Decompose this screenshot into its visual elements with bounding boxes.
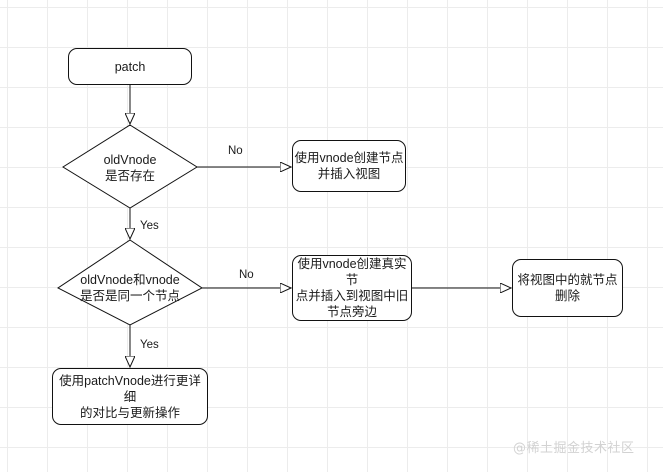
node-remove-old-node[interactable]: 将视图中的就节点 删除 — [512, 259, 623, 317]
edge-label-decision2-yes: Yes — [140, 339, 159, 352]
edge-label-decision2-yes-text: Yes — [140, 339, 159, 351]
edge-label-decision2-no: No — [239, 269, 254, 282]
decision1-shape — [62, 124, 198, 209]
decision2-shape — [57, 239, 203, 326]
node-create-real-node-beside-old[interactable]: 使用vnode创建真实节 点并插入到视图中旧 节点旁边 — [292, 255, 412, 321]
edge-label-decision2-no-text: No — [239, 269, 254, 281]
node-create-node-insert-view[interactable]: 使用vnode创建节点 并插入视图 — [292, 140, 406, 192]
node-create-real-node-beside-old-label: 使用vnode创建真实节 点并插入到视图中旧 节点旁边 — [295, 257, 409, 319]
node-patch-vnode-detail-label: 使用patchVnode进行更详细 的对比与更新操作 — [59, 373, 201, 420]
node-create-node-insert-view-label: 使用vnode创建节点 并插入视图 — [294, 151, 404, 181]
edge-label-decision1-yes: Yes — [140, 220, 159, 233]
node-start-patch[interactable]: patch — [68, 48, 192, 85]
edge-label-decision1-no-text: No — [228, 145, 243, 157]
node-start-patch-label: patch — [114, 59, 146, 74]
edge-label-decision1-no: No — [228, 145, 243, 158]
edge-label-decision1-yes-text: Yes — [140, 220, 159, 232]
node-patch-vnode-detail[interactable]: 使用patchVnode进行更详细 的对比与更新操作 — [52, 368, 208, 425]
watermark: @稀土掘金技术社区 — [513, 437, 635, 456]
node-remove-old-node-label: 将视图中的就节点 删除 — [517, 273, 618, 303]
watermark-text: @稀土掘金技术社区 — [513, 441, 635, 456]
